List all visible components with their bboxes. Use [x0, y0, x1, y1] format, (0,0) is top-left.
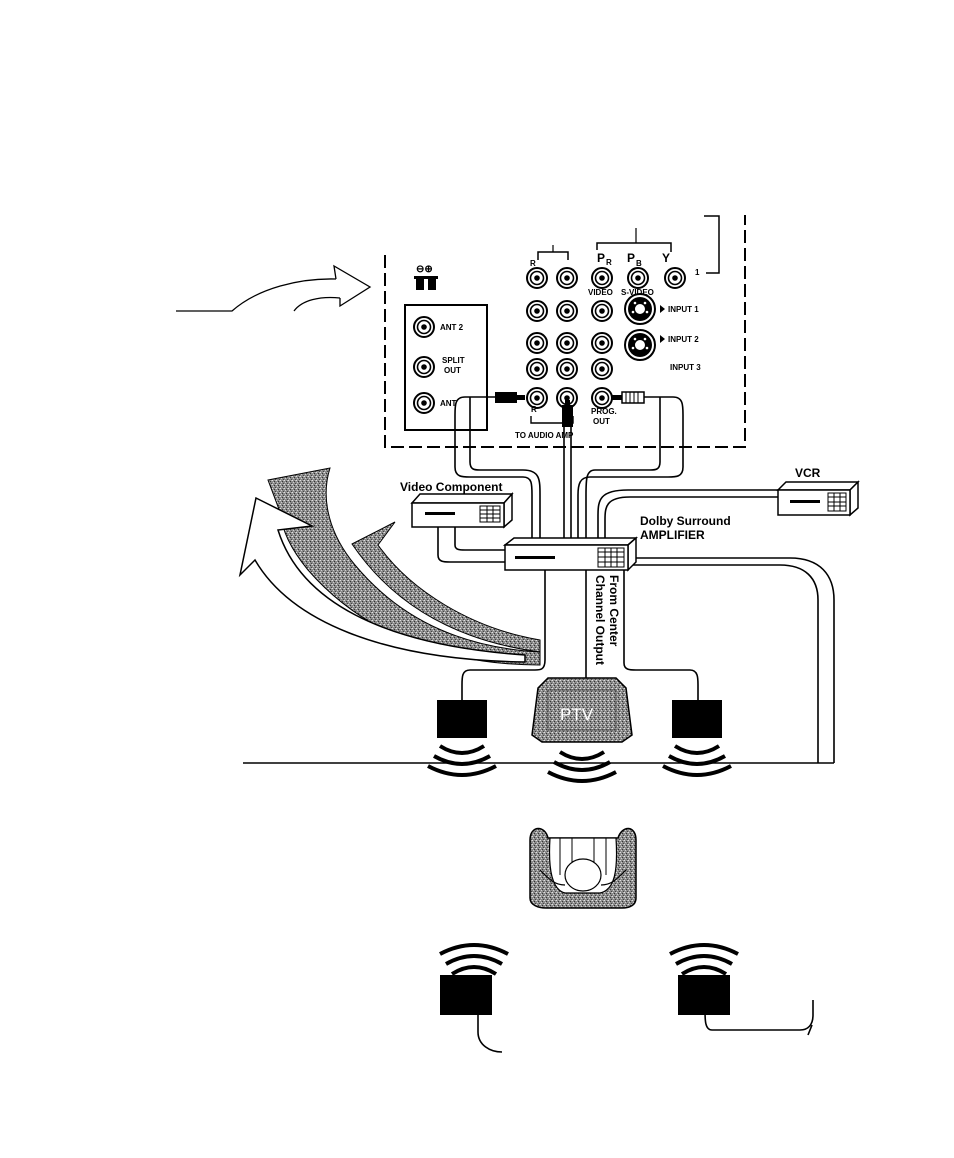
- video-component-label: Video Component: [400, 480, 502, 494]
- jack-audio-out-r[interactable]: [527, 388, 547, 408]
- jack-l-1[interactable]: [557, 268, 577, 288]
- rca-plug-icon: [495, 392, 525, 403]
- to-audio-amp-label: TO AUDIO AMP: [515, 431, 574, 440]
- jack-l-in3[interactable]: [557, 359, 577, 379]
- jack-r-in2[interactable]: [527, 333, 547, 353]
- input3-label: INPUT 3: [670, 363, 701, 372]
- r-bottom-label: R: [531, 405, 537, 414]
- jack-r-in3[interactable]: [527, 359, 547, 379]
- svideo-input2-jack[interactable]: [625, 330, 655, 360]
- rear-left-speaker: [440, 975, 492, 1015]
- split-label: SPLIT: [442, 356, 465, 365]
- input2-label: INPUT 2: [668, 335, 699, 344]
- center-channel-label-1: From Center: [607, 575, 621, 647]
- jack-prog-out[interactable]: [592, 388, 612, 408]
- speaker-terminal-icon: [414, 276, 438, 290]
- jack-l-in2[interactable]: [557, 333, 577, 353]
- jack-r-in1[interactable]: [527, 301, 547, 321]
- jack-v-in2[interactable]: [592, 333, 612, 353]
- amplifier-device: [505, 538, 636, 570]
- jack-v-in3[interactable]: [592, 359, 612, 379]
- sound-waves-icon: [440, 945, 508, 974]
- out-label: OUT: [593, 417, 610, 426]
- ant2-label: ANT 2: [440, 323, 464, 332]
- jack-r-1[interactable]: [527, 268, 547, 288]
- polarity-label: ⊖⊕: [416, 264, 433, 275]
- r-top-label: R: [530, 259, 536, 268]
- vcr-device: [778, 482, 858, 515]
- front-right-speaker: [672, 700, 722, 738]
- rca-plug-icon: [612, 392, 644, 403]
- ptv-label: PTV: [560, 705, 594, 724]
- pr-sub-label: R: [606, 258, 612, 267]
- input1-label: INPUT 1: [668, 305, 699, 314]
- svideo-input1-jack[interactable]: [625, 294, 655, 324]
- jack-v-in1[interactable]: [592, 301, 612, 321]
- amplifier-label-2: AMPLIFIER: [640, 528, 705, 542]
- pb-label: P: [627, 251, 635, 265]
- sound-waves-icon: [670, 945, 738, 974]
- jack-y[interactable]: [665, 268, 685, 288]
- vcr-label: VCR: [795, 466, 821, 480]
- ant-jack[interactable]: [414, 393, 434, 413]
- one-label: 1: [695, 268, 700, 277]
- svideo-label: S-VIDEO: [621, 288, 654, 297]
- ant2-jack[interactable]: [414, 317, 434, 337]
- sound-waves-icon: [663, 746, 731, 775]
- split-out-jack[interactable]: [414, 357, 434, 377]
- rear-right-speaker: [678, 975, 730, 1015]
- jack-l-in1[interactable]: [557, 301, 577, 321]
- sound-waves-icon: [548, 752, 616, 781]
- jack-pr[interactable]: [592, 268, 612, 288]
- video-component-device: [412, 494, 512, 527]
- pointer-arrow-icon: [176, 266, 370, 311]
- front-left-speaker: [437, 700, 487, 738]
- pb-sub-label: B: [636, 259, 642, 268]
- center-channel-label-2: Channel Output: [593, 575, 607, 665]
- video-label: VIDEO: [588, 288, 613, 297]
- prog-label: PROG.: [591, 407, 617, 416]
- amplifier-label-1: Dolby Surround: [640, 514, 731, 528]
- listener-in-chair-icon: [530, 828, 636, 908]
- sound-waves-icon: [428, 746, 496, 775]
- jack-pb[interactable]: [628, 268, 648, 288]
- split-out-label: OUT: [444, 366, 461, 375]
- pr-label: P: [597, 251, 605, 265]
- ant-label: ANT: [440, 399, 457, 408]
- y-label: Y: [662, 251, 670, 265]
